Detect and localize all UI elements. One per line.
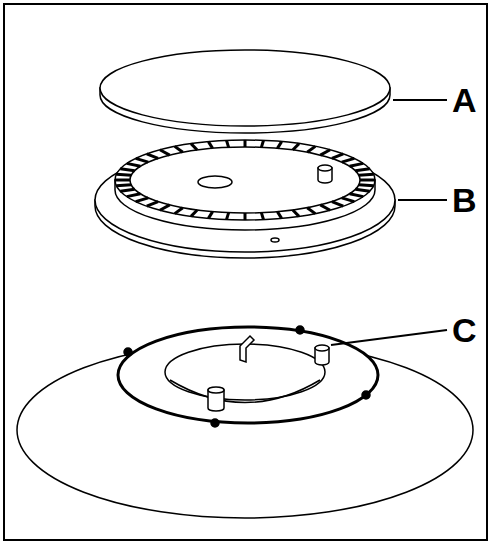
center-hole — [198, 176, 232, 188]
flame-port — [342, 158, 355, 162]
flame-port — [332, 154, 343, 159]
part-letter: A — [452, 83, 477, 117]
flame-port — [359, 183, 374, 187]
flame-port — [360, 179, 375, 182]
flame-port — [175, 146, 183, 152]
injector-top — [208, 387, 224, 393]
flame-port — [147, 154, 158, 159]
flame-port — [261, 140, 263, 147]
flame-port — [320, 205, 330, 210]
flame-port — [226, 140, 228, 147]
fixing-dot — [211, 419, 219, 427]
flame-port — [244, 213, 247, 220]
flame-ports — [115, 140, 375, 220]
flame-port — [116, 173, 131, 177]
flame-port — [359, 173, 374, 177]
flame-port — [127, 194, 141, 197]
fixing-dot — [296, 326, 304, 334]
leader-line — [398, 199, 447, 201]
flame-port — [342, 198, 355, 202]
flame-port — [120, 169, 134, 171]
flame-port — [277, 212, 281, 219]
frame — [4, 4, 487, 540]
flame-port — [208, 142, 212, 149]
head-lug-top — [318, 165, 332, 171]
port-ring-outer — [115, 140, 375, 220]
hob-plate — [17, 342, 473, 518]
part-letter: B — [452, 183, 477, 217]
flame-port — [307, 208, 315, 214]
leader-line — [393, 99, 447, 101]
flame-port — [160, 150, 170, 155]
pin-top — [315, 345, 329, 351]
fixing-dot — [362, 391, 370, 399]
flame-port — [136, 198, 149, 202]
flame-port — [208, 212, 212, 219]
flame-port — [175, 208, 183, 214]
flame-port — [277, 142, 281, 149]
flame-port — [120, 189, 134, 191]
flame-port — [191, 210, 197, 216]
flame-port — [293, 144, 299, 150]
flame-port — [226, 213, 228, 220]
port-ring-inner — [130, 147, 360, 213]
cup-floor — [170, 380, 320, 403]
flame-port — [350, 194, 364, 197]
flame-port — [191, 144, 197, 150]
burner-base — [17, 326, 473, 518]
flame-port — [127, 163, 141, 166]
flame-port — [244, 140, 247, 147]
head-hole — [271, 238, 279, 242]
flame-port — [261, 213, 263, 220]
flame-port — [320, 150, 330, 155]
flame-port — [350, 163, 364, 166]
flame-port — [332, 202, 343, 207]
flame-port — [116, 183, 131, 187]
flame-port — [136, 158, 149, 162]
flame-port — [115, 179, 130, 182]
leader-line — [331, 330, 447, 345]
flame-port — [293, 210, 299, 216]
flame-port — [160, 205, 170, 210]
flame-port — [147, 202, 158, 207]
burner-cap — [100, 50, 390, 133]
electrode — [240, 336, 254, 362]
flame-port — [307, 146, 315, 152]
part-letter: C — [452, 313, 477, 347]
cap-top — [100, 50, 390, 126]
base-ring — [118, 327, 378, 423]
burner-head — [95, 140, 395, 258]
fixing-dot — [124, 348, 132, 356]
flame-port — [355, 189, 369, 191]
flame-port — [355, 169, 369, 171]
